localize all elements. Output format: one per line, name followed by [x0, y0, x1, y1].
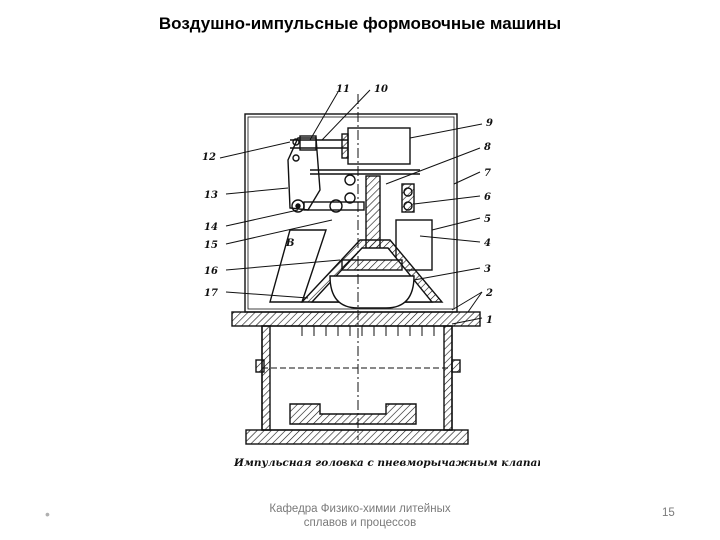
base-plate	[245, 429, 469, 445]
footer-bullet: •	[45, 506, 50, 522]
callout-6: 6	[484, 192, 491, 203]
callout-5: 5	[484, 214, 491, 225]
callout-15: 15	[204, 240, 218, 251]
pattern-plate	[289, 403, 417, 425]
footer-line-2: сплавов и процессов	[303, 517, 417, 529]
figure-caption: Импульсная головка с пневморычажным клап…	[233, 457, 540, 469]
impulse-head-diagram: 1 2 3 4 5 6 7 8 9 10 11 12 13 14 15 16 1…	[202, 84, 540, 469]
callout-2: 2	[485, 288, 493, 299]
callout-10: 10	[374, 84, 388, 95]
callout-9: 9	[486, 118, 493, 129]
slide-title: Воздушно-импульсные формовочные машины	[158, 14, 562, 33]
callout-11: 11	[336, 84, 350, 95]
footer-line-1: Кафедра Физико-химии литейных	[269, 503, 451, 515]
valve-bowl	[329, 275, 415, 309]
callout-17: 17	[204, 288, 218, 299]
callout-13: 13	[204, 190, 218, 201]
callout-14: 14	[204, 222, 218, 233]
page-number: 15	[662, 507, 675, 519]
callout-7: 7	[484, 168, 491, 179]
callout-4: 4	[484, 238, 491, 249]
callout-1: 1	[486, 315, 493, 326]
callout-16: 16	[204, 266, 218, 277]
callout-8: 8	[484, 142, 491, 153]
inner-letter: В	[285, 238, 294, 249]
callout-12: 12	[202, 152, 216, 163]
mounting-plate	[231, 311, 481, 327]
cylinder	[347, 127, 411, 165]
callout-3: 3	[484, 264, 491, 275]
footer-department: Кафедра Физико-химии литейных сплавов и …	[240, 502, 480, 530]
